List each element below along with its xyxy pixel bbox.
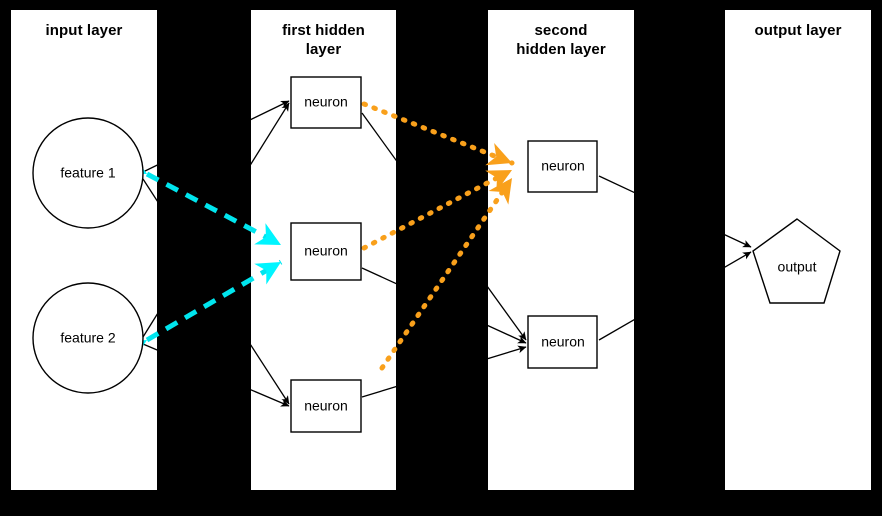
layer-title-hidden1-line1: first hidden: [282, 22, 365, 39]
layer-title-hidden1: first hidden layer: [251, 21, 396, 59]
layer-title-input: input layer: [11, 21, 157, 40]
node-hidden2-neuron-1-label: neuron: [541, 158, 585, 174]
edge-h2n1-to-output: [598, 175, 752, 248]
edge-orange-h1n3-h2n1: [379, 175, 515, 371]
edges-hidden1-to-hidden2: [361, 112, 527, 398]
edge-h1n1-to-h2n2: [361, 112, 527, 341]
edge-h2n2-to-output: [598, 251, 752, 341]
node-output-label: output: [778, 259, 817, 275]
edge-h1n2-to-h2n2: [361, 267, 527, 344]
edge-orange-h1n2-h2n1: [361, 167, 515, 251]
edge-cyan-feature1-h1n2: [120, 152, 283, 248]
edges-hidden2-to-output: [598, 175, 752, 341]
node-hidden2-neuron-1-highlighted[interactable]: neuron: [527, 140, 598, 193]
layer-title-hidden2: second hidden layer: [488, 21, 634, 59]
layer-title-input-line1: input layer: [45, 22, 123, 39]
node-feature-2[interactable]: feature 2: [32, 282, 144, 394]
edge-h1n3-to-h2n2: [361, 345, 527, 398]
node-hidden2-neuron-2[interactable]: neuron: [527, 315, 598, 369]
layer-title-hidden2-line2: hidden layer: [516, 41, 606, 58]
node-hidden2-neuron-2-label: neuron: [541, 334, 585, 350]
node-hidden1-neuron-2-label: neuron: [304, 243, 348, 259]
node-feature-2-label: feature 2: [60, 330, 115, 346]
layer-title-output: output layer: [725, 21, 871, 40]
node-hidden1-neuron-1-label: neuron: [304, 94, 348, 110]
node-hidden1-neuron-3[interactable]: neuron: [290, 379, 362, 433]
node-feature-1[interactable]: feature 1: [32, 117, 144, 229]
layer-panel-hidden2: [488, 10, 634, 490]
node-output[interactable]: output: [752, 218, 841, 304]
edges-highlight-cyan: [120, 152, 283, 363]
layer-panel-input: [11, 10, 157, 490]
edges-highlight-orange: [361, 101, 515, 371]
edge-cyan-feature2-h1n2: [120, 259, 283, 363]
layer-title-hidden2-line1: second: [534, 22, 588, 39]
node-hidden1-neuron-1[interactable]: neuron: [290, 76, 362, 129]
layer-title-output-line1: output layer: [754, 22, 842, 39]
node-hidden1-neuron-3-label: neuron: [304, 398, 348, 414]
layer-title-hidden1-line2: layer: [305, 41, 342, 58]
node-hidden1-neuron-2-highlighted[interactable]: neuron: [290, 222, 362, 281]
node-feature-1-label: feature 1: [60, 165, 115, 181]
